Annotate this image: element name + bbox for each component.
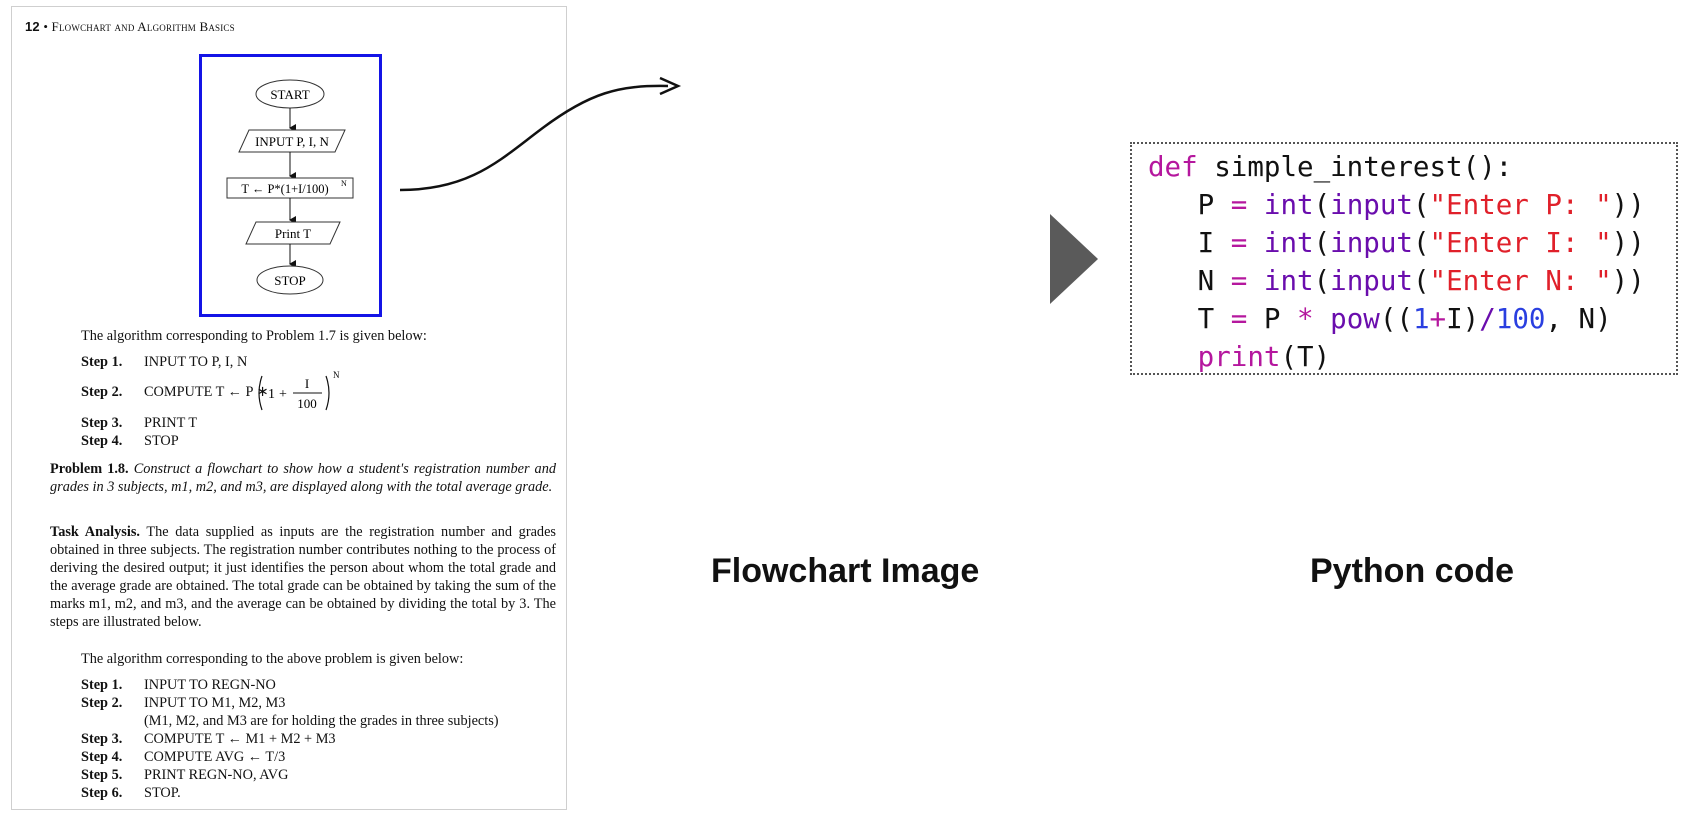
algo1-step-1: Step 1. INPUT TO P, I, N: [81, 353, 247, 371]
step-text: COMPUTE T ← P ∗: [144, 384, 269, 400]
code-block: def simple_interest(): P = int(input("En…: [1148, 148, 1676, 376]
algo2-step-3: Step 3. COMPUTE T ← M1 + M2 + M3: [81, 730, 336, 748]
code-line-1: def simple_interest():: [1148, 151, 1513, 183]
code-box: def simple_interest(): P = int(input("En…: [1130, 142, 1678, 375]
flowchart-stop-node: [256, 265, 324, 295]
flowchart-input-node: [238, 129, 346, 153]
step-label: Step 6.: [81, 785, 123, 801]
play-arrow-icon: [1050, 214, 1098, 304]
code-line-6: print(T): [1197, 341, 1331, 373]
code-line-5: T = P * pow((1+I)/100, N): [1148, 303, 1612, 335]
step-label: Step 1.: [81, 677, 123, 693]
problem-label: Problem 1.8.: [50, 461, 129, 477]
page-number: 12: [25, 19, 40, 34]
algo2-step-4: Step 4. COMPUTE AVG ← T/3: [81, 748, 285, 766]
code-line-4: N = int(input("Enter N: ")): [1148, 265, 1645, 297]
code-line-3: I = int(input("Enter I: ")): [1148, 227, 1645, 259]
step-label: Step 3.: [81, 731, 123, 747]
step-label: Step 4.: [81, 433, 123, 449]
step-label: Step 2.: [81, 384, 123, 400]
task-analysis: Task Analysis. The data supplied as inpu…: [50, 523, 556, 631]
algo1-step-3: Step 3. PRINT T: [81, 414, 197, 432]
flowchart-output-text: Print T: [275, 226, 311, 241]
algo1-step-2: Step 2. COMPUTE T ← P ∗: [81, 383, 269, 401]
task-text: The data supplied as inputs are the regi…: [50, 524, 556, 630]
step-text: PRINT T: [144, 415, 198, 431]
formula-numerator: I: [305, 376, 309, 391]
flowchart-start-text: START: [270, 87, 309, 102]
step-text: INPUT TO P, I, N: [144, 354, 248, 370]
algo1-step-4: Step 4. STOP: [81, 432, 179, 450]
running-head-bullet: •: [43, 19, 49, 34]
problem-text: Construct a flowchart to show how a stud…: [50, 461, 556, 495]
algorithm-intro-1: The algorithm corresponding to Problem 1…: [81, 328, 427, 344]
algo2-step-6: Step 6. STOP.: [81, 784, 181, 802]
step-text: PRINT REGN-NO, AVG: [144, 767, 289, 783]
step-text: INPUT TO M1, M2, M3: [144, 695, 286, 711]
algo2-step-2-note: (M1, M2, and M3 are for holding the grad…: [81, 712, 499, 730]
step-text: (M1, M2, and M3 are for holding the grad…: [144, 713, 499, 729]
step-text: STOP: [144, 433, 179, 449]
step-2-formula: 1 + I 100 N: [258, 370, 340, 411]
step-label: Step 2.: [81, 695, 123, 711]
code-line-2: P = int(input("Enter P: ")): [1148, 189, 1645, 221]
task-label: Task Analysis.: [50, 524, 140, 540]
flowchart-highlight-frame: [199, 54, 382, 317]
formula-exponent: N: [333, 370, 340, 380]
algo2-step-2: Step 2. INPUT TO M1, M2, M3: [81, 694, 285, 712]
python-code-label: Python code: [1310, 552, 1515, 590]
flowchart: START INPUT P, I, N T ← P*(1+I/100) N Pr…: [226, 79, 354, 295]
problem-1-8: Problem 1.8. Construct a flowchart to sh…: [50, 460, 556, 496]
step-label: Step 3.: [81, 415, 123, 431]
flowchart-process-sup: N: [341, 179, 347, 188]
step-label: Step 4.: [81, 749, 123, 765]
algo2-step-1: Step 1. INPUT TO REGN-NO: [81, 676, 276, 694]
algo2-step-5: Step 5. PRINT REGN-NO, AVG: [81, 766, 288, 784]
flowchart-stop-text: STOP: [274, 273, 306, 288]
step-text: STOP.: [144, 785, 181, 801]
step-label: Step 1.: [81, 354, 123, 370]
step-text: INPUT TO REGN-NO: [144, 677, 276, 693]
step-text: COMPUTE T ← M1 + M2 + M3: [144, 731, 336, 747]
formula-denominator: 100: [297, 396, 317, 411]
step-label: Step 5.: [81, 767, 123, 783]
step-text: COMPUTE AVG ← T/3: [144, 749, 286, 765]
formula-one: 1: [268, 387, 275, 402]
flowchart-image-label: Flowchart Image: [711, 552, 980, 590]
running-title: Flowchart and Algorithm Basics: [51, 19, 235, 34]
flowchart-output-node: [245, 221, 341, 245]
formula-plus: +: [279, 387, 287, 402]
flowchart-input-text: INPUT P, I, N: [255, 134, 329, 149]
running-head: 12 • Flowchart and Algorithm Basics: [25, 19, 235, 35]
flowchart-process-text: T ← P*(1+I/100): [241, 182, 328, 196]
algorithm-intro-2: The algorithm corresponding to the above…: [81, 651, 464, 667]
